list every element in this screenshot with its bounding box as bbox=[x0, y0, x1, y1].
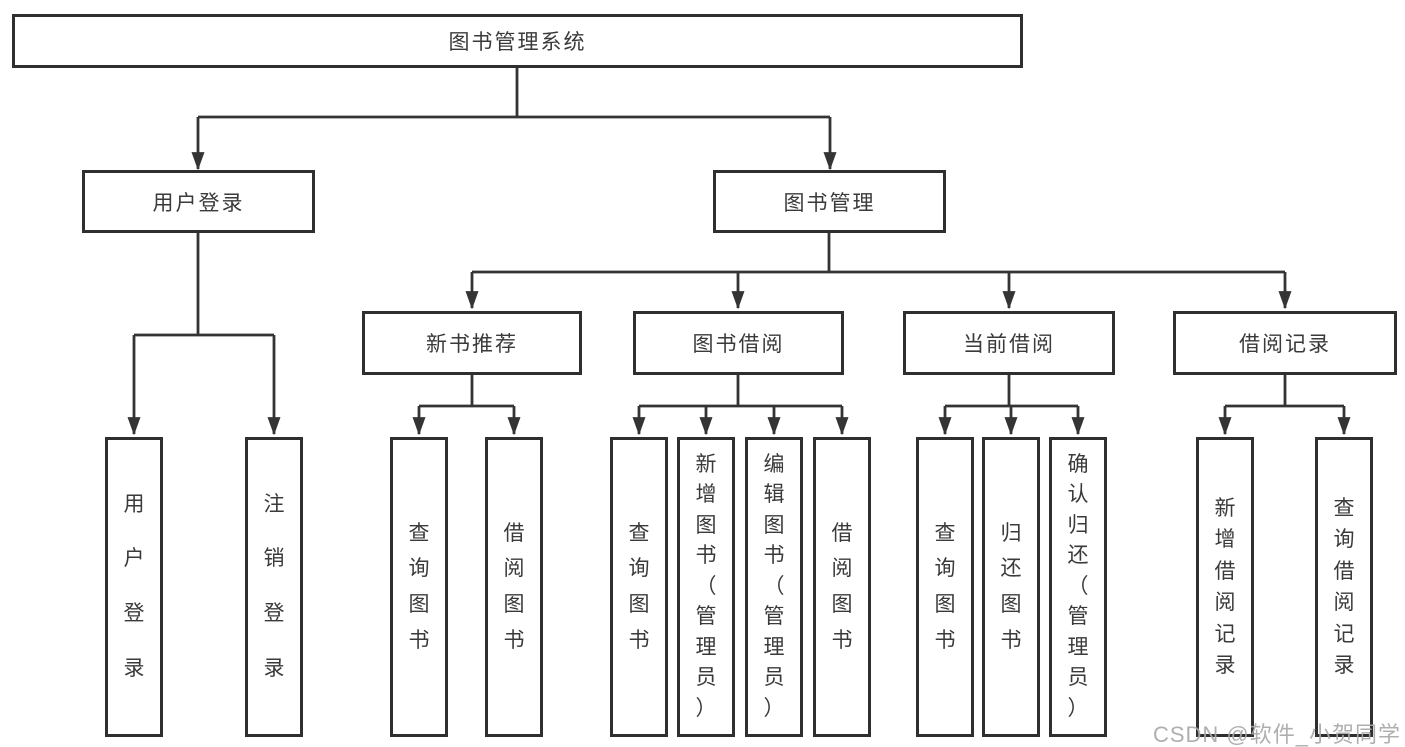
leaf-cb-return-books: 归还图书 bbox=[982, 437, 1040, 737]
edge-book-management-drop bbox=[472, 232, 1285, 274]
node-borrow-records: 借阅记录 bbox=[1173, 311, 1397, 375]
leaf-user-login-label: 用户登录 bbox=[123, 492, 145, 680]
leaf-br-query-record: 查询借阅记录 bbox=[1315, 437, 1373, 737]
leaf-bb-edit-books-admin: 编辑图书（管理员） bbox=[745, 437, 803, 737]
node-user-login-label: 用户登录 bbox=[152, 191, 245, 215]
node-book-borrow: 图书借阅 bbox=[633, 311, 844, 375]
leaf-user-login: 用户登录 bbox=[105, 437, 163, 737]
leaf-bb-query-books-label: 查询图书 bbox=[628, 521, 650, 652]
node-user-login: 用户登录 bbox=[82, 170, 315, 233]
node-book-borrow-label: 图书借阅 bbox=[692, 333, 785, 356]
csdn-watermark: CSDN @软件_小贺同学 bbox=[1152, 722, 1401, 747]
node-book-management-label: 图书管理 bbox=[783, 191, 876, 215]
leaf-br-add-record-label: 新增借阅记录 bbox=[1214, 496, 1236, 678]
node-borrow-records-label: 借阅记录 bbox=[1239, 333, 1331, 356]
leaf-cb-query-books: 查询图书 bbox=[916, 437, 974, 737]
leaf-br-query-record-label: 查询借阅记录 bbox=[1333, 496, 1355, 678]
node-current-borrow-label: 当前借阅 bbox=[963, 333, 1055, 356]
edge-book-borrow-drop bbox=[639, 374, 842, 408]
edge-borrow-records-drop bbox=[1225, 374, 1344, 408]
node-current-borrow: 当前借阅 bbox=[903, 311, 1115, 375]
node-root: 图书管理系统 bbox=[12, 14, 1023, 68]
leaf-cb-confirm-return-admin: 确认归还（管理员） bbox=[1049, 437, 1107, 737]
node-new-book-rec: 新书推荐 bbox=[362, 311, 582, 375]
leaf-bb-borrow-books: 借阅图书 bbox=[813, 437, 871, 737]
leaf-cb-confirm-return-admin-label: 确认归还（管理员） bbox=[1067, 453, 1089, 720]
edge-root-drop bbox=[198, 68, 830, 119]
leaf-bb-edit-books-admin-label: 编辑图书（管理员） bbox=[763, 453, 785, 720]
leaf-bb-borrow-books-label: 借阅图书 bbox=[831, 521, 853, 652]
leaf-logout: 注销登录 bbox=[245, 437, 303, 737]
leaf-nbr-borrow-books-label: 借阅图书 bbox=[503, 521, 525, 652]
leaf-br-add-record: 新增借阅记录 bbox=[1196, 437, 1254, 737]
leaf-bb-add-books-admin-label: 新增图书（管理员） bbox=[695, 453, 717, 720]
node-book-management: 图书管理 bbox=[713, 170, 946, 233]
leaf-cb-return-books-label: 归还图书 bbox=[1000, 521, 1022, 652]
leaf-nbr-borrow-books: 借阅图书 bbox=[485, 437, 543, 737]
edge-user-login-drop bbox=[134, 232, 274, 337]
leaf-cb-query-books-label: 查询图书 bbox=[934, 521, 956, 652]
node-root-label: 图书管理系统 bbox=[448, 31, 587, 54]
leaf-nbr-query-books: 查询图书 bbox=[390, 437, 448, 737]
node-new-book-rec-label: 新书推荐 bbox=[426, 333, 518, 356]
leaf-nbr-query-books-label: 查询图书 bbox=[408, 521, 430, 652]
edge-new-book-rec-drop bbox=[419, 374, 514, 408]
leaf-logout-label: 注销登录 bbox=[263, 492, 285, 680]
edge-current-borrow-drop bbox=[945, 374, 1078, 408]
leaf-bb-query-books: 查询图书 bbox=[610, 437, 668, 737]
leaf-bb-add-books-admin: 新增图书（管理员） bbox=[677, 437, 735, 737]
